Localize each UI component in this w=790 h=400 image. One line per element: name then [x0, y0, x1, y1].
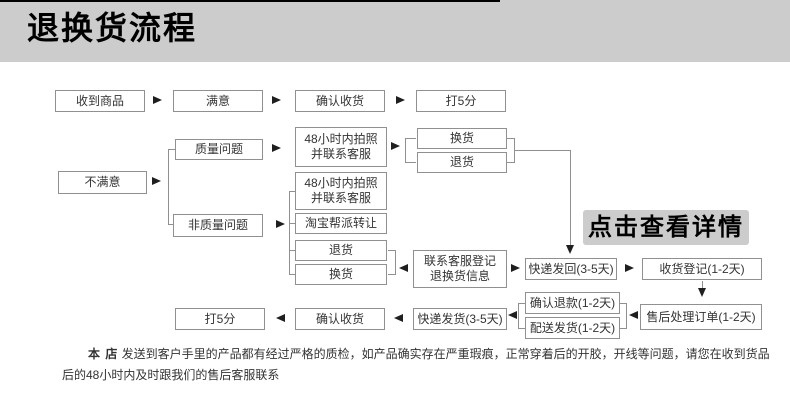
page-title: 退换货流程 [27, 10, 198, 46]
arrow-left-icon [629, 311, 638, 319]
bracket-refund-ship-left [518, 303, 525, 329]
flow-box-non-quality-issue: 非质量问题 [173, 214, 263, 237]
bracket-stub [289, 250, 295, 251]
bracket-refund-ship-right [620, 303, 627, 329]
bracket-options-group [289, 191, 295, 275]
arrow-right-icon [153, 96, 162, 104]
footer-note-text: 发送到客户手里的产品都有经过严格的质检，如产品确实存在严重瑕痕，正常穿着后的开胶… [62, 347, 770, 382]
arrow-right-icon [391, 142, 400, 150]
flow-box-unsatisfied: 不满意 [58, 171, 147, 194]
arrow-right-icon [272, 96, 281, 104]
flow-box-express-return: 快递发回(3-5天) [525, 258, 617, 280]
bracket-unsatisfied-split [168, 149, 175, 225]
view-details-button[interactable]: 点击查看详情 [583, 210, 749, 245]
flow-box-photo-48h-mid: 48小时内拍照 并联系客服 [295, 172, 387, 210]
flow-box-return-mid: 退货 [295, 240, 387, 261]
flow-box-quality-issue: 质量问题 [175, 139, 263, 160]
connector-line-vertical [570, 150, 571, 245]
flow-box-confirm-receipt-bottom: 确认收货 [295, 308, 385, 330]
bracket-stub [289, 223, 295, 224]
footer-note-store: 本 店 [88, 347, 119, 361]
flow-box-confirm-refund: 确认退款(1-2天) [525, 292, 620, 314]
bracket-exchange-return-left [405, 138, 416, 163]
flow-box-satisfied: 满意 [173, 90, 263, 112]
bracket-exchange-return-right [507, 138, 515, 163]
flow-box-received-goods: 收到商品 [55, 90, 145, 112]
arrow-left-icon [394, 314, 403, 322]
arrow-right-icon [625, 264, 634, 272]
flow-box-exchange-top: 换货 [417, 128, 507, 149]
connector-line-horizontal [515, 150, 570, 151]
arrow-down-icon [698, 288, 706, 297]
arrow-right-icon [276, 220, 285, 228]
header-top-line [0, 0, 500, 2]
arrow-right-icon [272, 144, 281, 152]
flow-box-confirm-receipt-top: 确认收货 [295, 90, 385, 112]
arrow-down-icon [566, 245, 574, 254]
flow-box-delivery-ship: 配送发货(1-2天) [525, 317, 620, 339]
flow-box-photo-48h-top: 48小时内拍照 并联系客服 [295, 127, 387, 167]
arrow-left-icon [276, 314, 285, 322]
flow-box-contact-customer-service: 联系客服登记 退换货信息 [413, 250, 507, 288]
arrow-left-icon [508, 311, 517, 319]
flow-box-rate-5-bottom: 打5分 [175, 308, 265, 330]
flow-box-taobao-transfer: 淘宝帮派转让 [295, 213, 387, 234]
flow-box-rate-5-top: 打5分 [416, 90, 506, 112]
arrow-left-icon [399, 264, 408, 272]
connector-line-vertical [702, 281, 703, 288]
header: 退换货流程 [0, 0, 790, 62]
flow-box-express-ship: 快递发货(3-5天) [413, 308, 507, 330]
flow-box-aftersales-order: 售后处理订单(1-2天) [640, 304, 762, 330]
arrow-right-icon [511, 264, 520, 272]
bracket-return-exchange-mid [388, 250, 396, 275]
footer-note: 本 店 发送到客户手里的产品都有经过严格的质检，如产品确实存在严重瑕痕，正常穿着… [62, 344, 774, 386]
flow-box-exchange-mid: 换货 [295, 264, 387, 285]
arrow-right-icon [396, 96, 405, 104]
flow-box-receipt-register: 收货登记(1-2天) [642, 258, 762, 280]
flow-box-return-top: 退货 [417, 152, 507, 173]
arrow-right-icon [152, 177, 161, 185]
